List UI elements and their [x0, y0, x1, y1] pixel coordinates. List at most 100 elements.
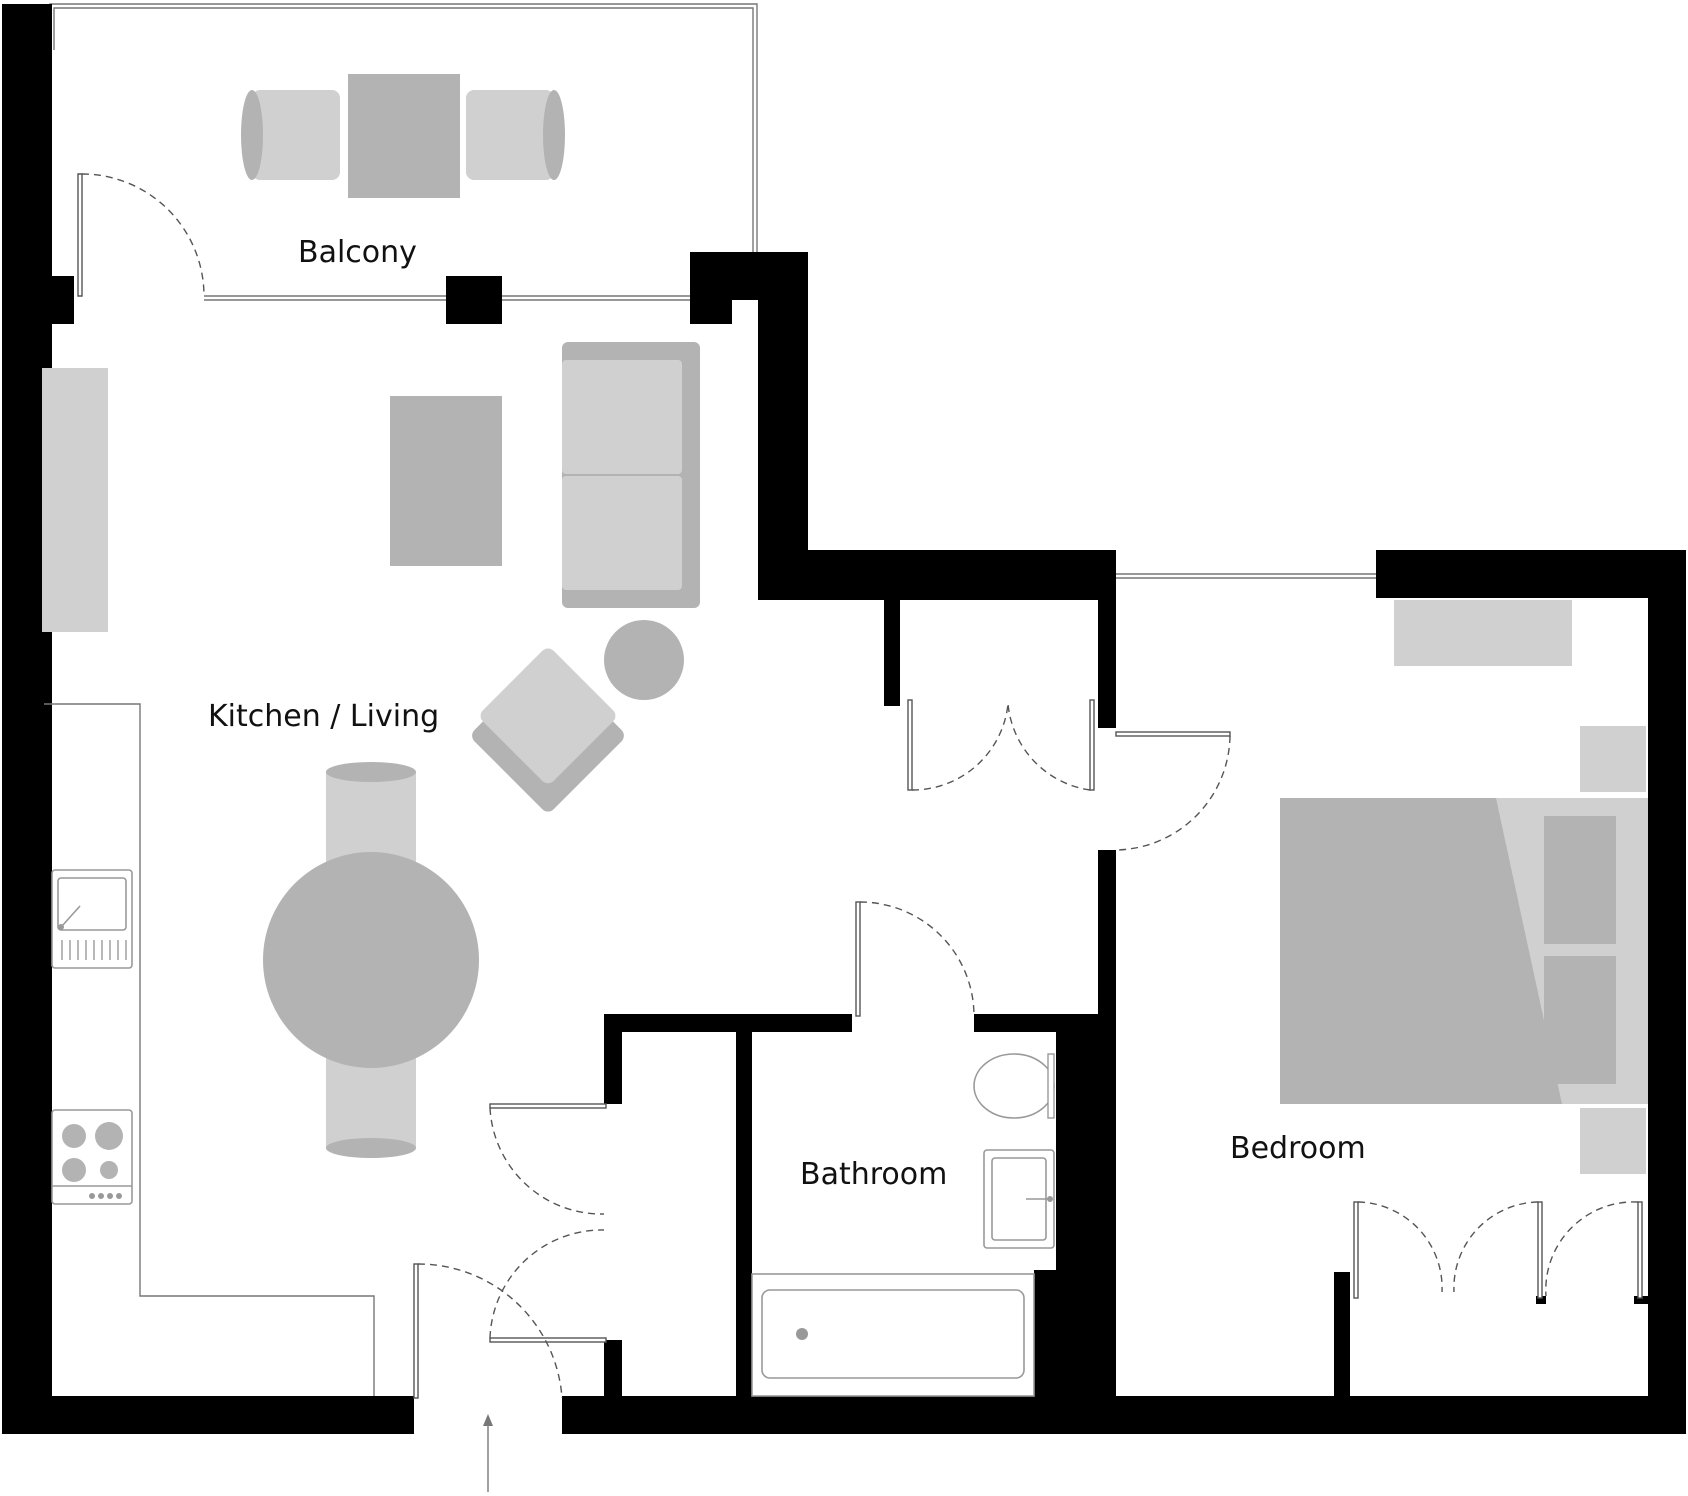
- sink-tap: [61, 905, 81, 927]
- doors: [413, 699, 1231, 1492]
- sink-basin: [57, 877, 127, 931]
- bathroom-door-leaf: [855, 901, 861, 1017]
- hob-burner-4: [100, 1161, 118, 1179]
- bedroom-window: [1116, 573, 1376, 579]
- bathtub-drain: [796, 1328, 808, 1340]
- wardrobe-swing-2: [1453, 1201, 1539, 1293]
- entrance-door-leaf: [413, 1263, 419, 1399]
- hob-burner-2: [95, 1122, 123, 1150]
- wall-living-right: [758, 252, 808, 600]
- wall-bottom-left: [2, 1396, 414, 1434]
- wardrobe-swing-1: [1357, 1201, 1443, 1293]
- sofa-cushion-top: [562, 360, 682, 474]
- armchair: [472, 648, 624, 812]
- balcony-dining-set: [241, 74, 565, 198]
- balcony-railing-inner: [53, 7, 754, 252]
- armchair-seat: [480, 648, 616, 784]
- wall-bedroom-top-right: [1376, 550, 1686, 598]
- bedroom-door: [1113, 731, 1231, 851]
- hob-knobs: [89, 1193, 122, 1199]
- dining-table: [263, 852, 479, 1068]
- kitchen-sink: [51, 869, 133, 969]
- balcony-chair-left: [252, 90, 340, 180]
- dining-chair-bottom-back: [326, 1138, 416, 1158]
- toilet-bowl: [973, 1053, 1055, 1119]
- bedroom-door-leaf: [1115, 731, 1231, 737]
- room-label-kitchen-living: Kitchen / Living: [208, 699, 439, 734]
- dining-set: [263, 762, 479, 1158]
- wall-balcony-corner: [690, 252, 808, 324]
- balcony-chair-right-back: [543, 90, 565, 180]
- wardrobe-leaf-3: [1637, 1201, 1643, 1299]
- sofa: [562, 342, 700, 608]
- wall-closet-left: [884, 596, 900, 706]
- wall-bottom-right: [562, 1396, 1686, 1434]
- wall-right: [1648, 550, 1686, 1434]
- bedroom-area: Bedroom: [1230, 600, 1648, 1299]
- kitchen-sideboard: [42, 368, 108, 632]
- wardrobe: [1353, 1201, 1643, 1299]
- wall-hall-closet-lower: [604, 1340, 622, 1400]
- closet-double-door: [907, 699, 1095, 791]
- side-table: [604, 620, 684, 700]
- bathroom-door: [855, 901, 975, 1017]
- hall-closet-door-top-leaf: [489, 1103, 607, 1109]
- closet-door-leaf-left: [907, 699, 913, 791]
- basin-drain: [1047, 1196, 1053, 1202]
- balcony-table: [348, 74, 460, 198]
- balcony-chair-left-back: [241, 90, 263, 180]
- wardrobe-stub-1: [1536, 1296, 1546, 1304]
- bed-pillow-bottom: [1544, 956, 1616, 1084]
- coffee-table: [390, 396, 502, 566]
- hob-burner-1: [62, 1124, 86, 1148]
- hall-closet-door-top: [489, 1103, 607, 1215]
- wardrobe-swing-3: [1545, 1201, 1639, 1297]
- hall-closet-door-bottom: [489, 1229, 607, 1343]
- sofa-cushion-bottom: [562, 476, 682, 590]
- wall-wardrobe-stub: [1334, 1272, 1350, 1400]
- wall-bathroom-top-left: [604, 1014, 852, 1032]
- balcony-chair-right: [466, 90, 554, 180]
- dining-chair-top-back: [326, 762, 416, 782]
- closet-door-swing-left: [911, 703, 1009, 791]
- hall-closet-door-top-swing: [489, 1107, 605, 1215]
- walls: [2, 4, 1686, 1434]
- bed-pillow-top: [1544, 816, 1616, 944]
- hall-closet-door-bottom-leaf: [489, 1337, 607, 1343]
- wardrobe-stub-2: [1634, 1296, 1648, 1304]
- bathroom-area: Bathroom: [751, 1053, 1055, 1397]
- wall-closet-right: [1098, 596, 1116, 728]
- room-label-bathroom: Bathroom: [800, 1157, 947, 1192]
- wall-left: [2, 4, 52, 1434]
- double-bed: [1280, 798, 1648, 1104]
- balcony-door-leaf: [77, 173, 83, 297]
- sink-drain: [58, 924, 64, 930]
- balcony-area: Balcony: [49, 3, 758, 301]
- closet-door-leaf-right: [1089, 699, 1095, 791]
- balcony-door-swing: [81, 173, 205, 297]
- wardrobe-leaf-1: [1353, 1201, 1359, 1299]
- wall-bathroom-right-lower: [1034, 1270, 1116, 1400]
- hob-burner-3: [62, 1158, 86, 1182]
- balcony-door: [77, 173, 205, 297]
- dining-chair-top: [326, 772, 416, 862]
- dining-chair-bottom: [326, 1058, 416, 1148]
- bathtub: [751, 1273, 1035, 1397]
- entrance-door-swing: [417, 1263, 563, 1399]
- wall-bathroom-top-right: [974, 1014, 1116, 1032]
- bathroom-door-swing: [859, 901, 975, 1017]
- room-label-bedroom: Bedroom: [1230, 1131, 1366, 1166]
- kitchen-counter: [44, 703, 375, 1396]
- toilet-cistern: [1047, 1053, 1055, 1119]
- hob-outer: [51, 1109, 133, 1205]
- kitchen-hob: [51, 1109, 133, 1205]
- entrance-arrow-icon: [483, 1414, 493, 1492]
- kitchen-living-area: Kitchen / Living: [42, 342, 700, 1396]
- bedside-table-top: [1580, 726, 1646, 792]
- bedroom-dresser: [1394, 600, 1572, 666]
- wall-left-jamb: [52, 276, 74, 324]
- wardrobe-leaf-2: [1537, 1201, 1543, 1299]
- bedside-table-bottom: [1580, 1108, 1646, 1174]
- room-label-balcony: Balcony: [298, 235, 417, 270]
